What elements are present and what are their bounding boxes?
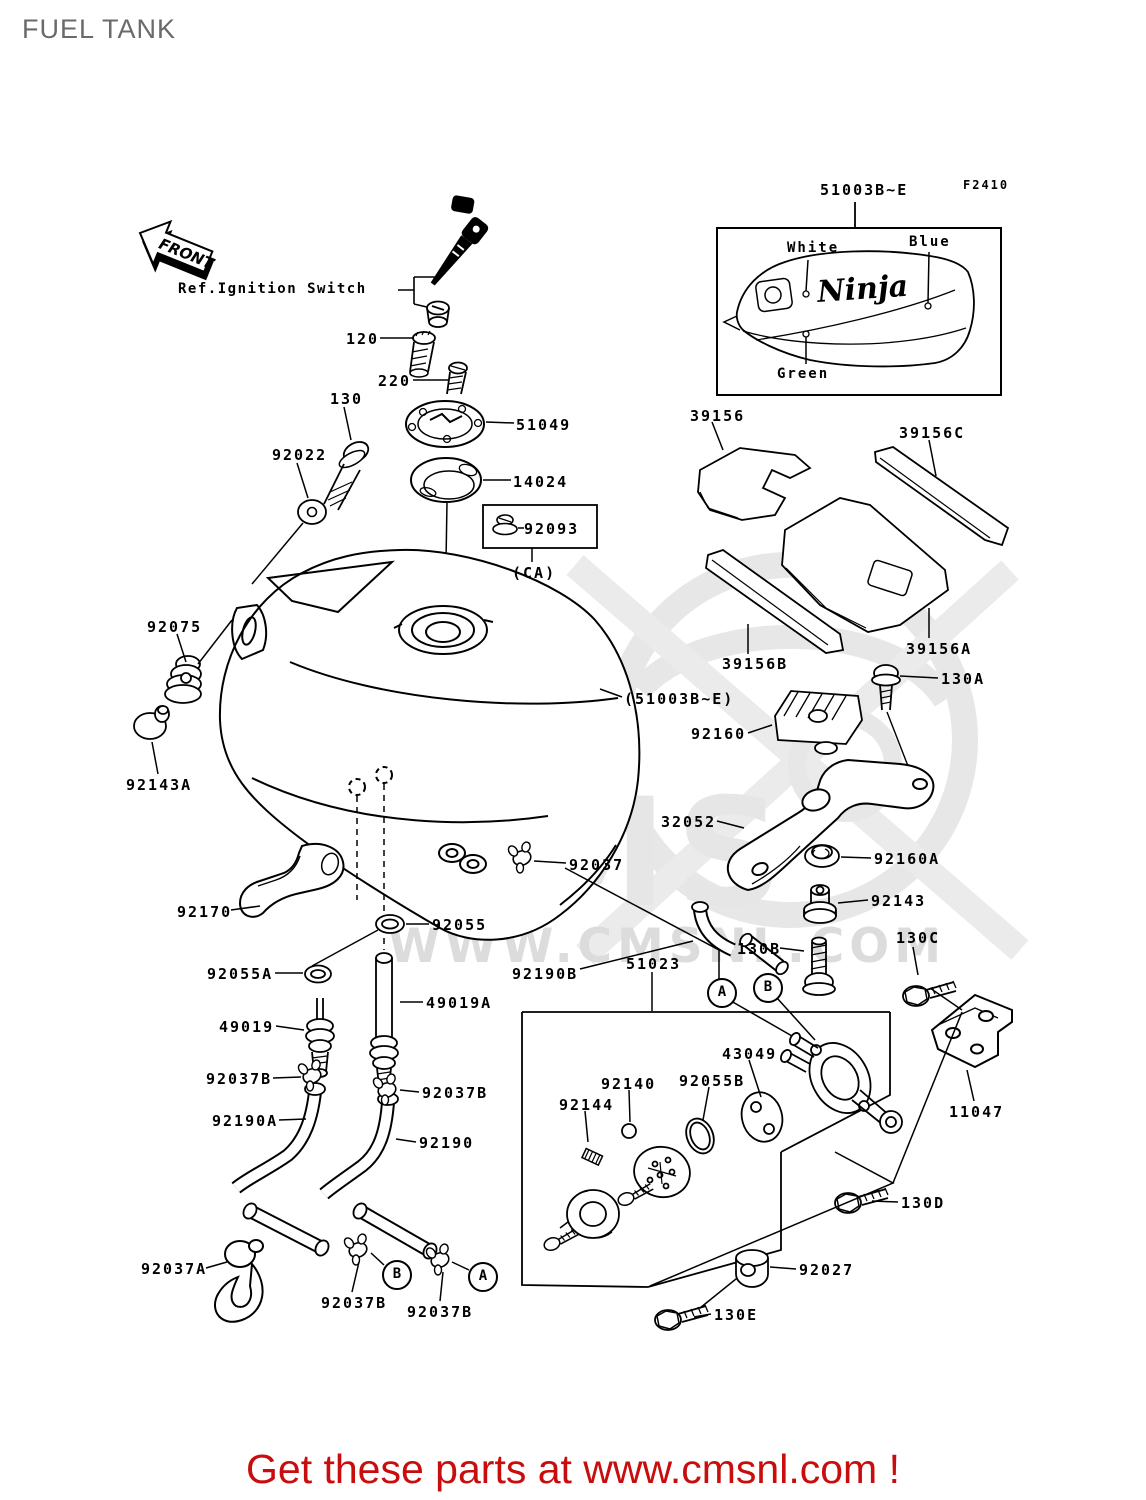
fuel-cap-51049 bbox=[405, 400, 485, 448]
fuel-tap-kit-box-51023 bbox=[521, 1011, 963, 1309]
clamp-92037A bbox=[214, 1239, 264, 1323]
oring-92055A bbox=[304, 964, 332, 984]
oring-92055 bbox=[311, 914, 405, 967]
bolt-130 bbox=[323, 441, 370, 511]
bracket-32052 bbox=[726, 758, 935, 892]
spacer-92143 bbox=[803, 884, 837, 924]
bolt-130D bbox=[834, 1187, 889, 1214]
fuel-tap-43049-assembly bbox=[543, 1032, 903, 1252]
bolt-130B bbox=[802, 936, 836, 996]
ignition-key-icon bbox=[398, 195, 489, 328]
rubber-mount-92160 bbox=[774, 690, 863, 755]
washer-92022 bbox=[251, 499, 327, 585]
bolt-130A bbox=[871, 664, 909, 767]
bolt-130C bbox=[902, 980, 957, 1007]
hoses bbox=[231, 901, 789, 1260]
damper-92143A bbox=[133, 705, 170, 740]
bushing-92027 bbox=[735, 1249, 769, 1288]
fuel-tube-49019A bbox=[369, 952, 399, 1087]
ca-vent-box-92093 bbox=[482, 504, 598, 562]
leader-lines bbox=[151, 337, 975, 1318]
bolt-130E bbox=[654, 1304, 709, 1331]
gasket-14024 bbox=[410, 457, 482, 623]
front-arrow: FRONT bbox=[138, 219, 218, 281]
color-variant-box bbox=[716, 202, 1002, 396]
damper-92075 bbox=[164, 619, 233, 704]
heat-pads-39156 bbox=[697, 446, 1010, 654]
screw-220 bbox=[446, 361, 468, 395]
heat-shield-92170 bbox=[238, 843, 345, 918]
bracket-11047 bbox=[929, 987, 1013, 1069]
fuel-tank-outline bbox=[218, 548, 641, 950]
clamp-92037B bbox=[341, 1232, 370, 1266]
ninja-logo-text: Ninja bbox=[815, 269, 909, 310]
footer-ad-link[interactable]: Get these parts at www.cmsnl.com ! bbox=[246, 1446, 900, 1492]
grommet-92160A bbox=[804, 844, 840, 868]
